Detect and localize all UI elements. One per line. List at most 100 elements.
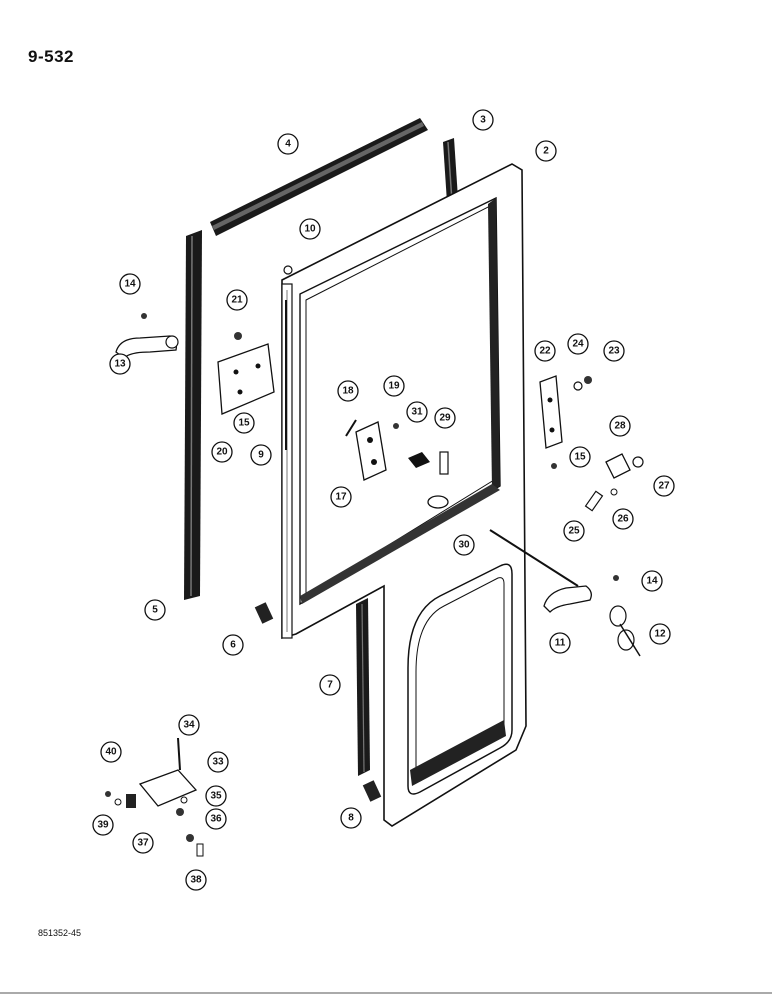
- callout-label: 7: [327, 680, 333, 691]
- callout-37: 37: [132, 832, 154, 854]
- callout-27: 27: [653, 475, 675, 497]
- callout-15: 15: [233, 412, 255, 434]
- bumper-upper: [254, 602, 274, 624]
- callout-label: 26: [617, 514, 629, 525]
- callout-label: 24: [572, 339, 584, 350]
- callout-label: 29: [439, 413, 451, 424]
- lower-hinge-assembly: [126, 737, 198, 808]
- callout-label: 21: [231, 295, 243, 306]
- callout-circle: [653, 475, 675, 497]
- callout-label: 31: [411, 407, 423, 418]
- callout-31: 31: [406, 401, 428, 423]
- callout-label: 13: [114, 359, 126, 370]
- callout-circle: [649, 623, 671, 645]
- callout-6: 6: [222, 634, 244, 656]
- callout-circle: [337, 380, 359, 402]
- callout-label: 2: [543, 146, 549, 157]
- callout-29: 29: [434, 407, 456, 429]
- nut-27: [632, 456, 644, 468]
- nut-37: [186, 834, 194, 842]
- callout-15: 15: [569, 446, 591, 468]
- pin-18: [345, 419, 357, 437]
- callout-circle: [563, 520, 585, 542]
- callout-34: 34: [178, 714, 200, 736]
- callout-14: 14: [641, 570, 663, 592]
- callout-36: 36: [205, 808, 227, 830]
- callout-label: 39: [97, 820, 109, 831]
- callout-19: 19: [383, 375, 405, 397]
- lock-cam: [605, 453, 631, 479]
- callout-label: 25: [568, 526, 580, 537]
- callout-label: 40: [105, 747, 117, 758]
- callout-22: 22: [534, 340, 556, 362]
- callout-13: 13: [109, 353, 131, 375]
- callout-circle: [549, 632, 571, 654]
- nut-40: [105, 791, 111, 797]
- bolt-25: [584, 490, 604, 512]
- callout-30: 30: [453, 534, 475, 556]
- callout-circle: [233, 412, 255, 434]
- left-seal-strip: [184, 230, 202, 600]
- callout-label: 28: [614, 421, 626, 432]
- callout-label: 11: [555, 638, 566, 649]
- hinge-plate: [217, 343, 275, 415]
- callout-circle: [569, 446, 591, 468]
- callout-5: 5: [144, 599, 166, 621]
- callout-circle: [453, 534, 475, 556]
- outside-handle: [489, 529, 592, 613]
- callout-label: 27: [658, 481, 670, 492]
- callout-39: 39: [92, 814, 114, 836]
- callout-21: 21: [226, 289, 248, 311]
- screw-14-right: [613, 575, 619, 581]
- callout-label: 15: [238, 418, 250, 429]
- bumper-lower: [362, 780, 382, 802]
- callout-circle: [319, 674, 341, 696]
- callout-label: 35: [210, 791, 222, 802]
- washer-24: [573, 381, 583, 391]
- callout-circle: [340, 807, 362, 829]
- callout-label: 5: [152, 605, 158, 616]
- callout-20: 20: [211, 441, 233, 463]
- callout-25: 25: [563, 520, 585, 542]
- hinge-screw: [283, 265, 293, 275]
- callout-label: 10: [304, 224, 316, 235]
- callout-label: 14: [646, 576, 658, 587]
- callout-circle: [277, 133, 299, 155]
- callout-label: 9: [258, 450, 264, 461]
- callout-label: 17: [335, 492, 347, 503]
- nut-36: [176, 808, 184, 816]
- callout-circle: [100, 741, 122, 763]
- washer-35: [180, 796, 188, 804]
- drawing-number: 851352-45: [38, 928, 82, 938]
- top-seal-strip: [210, 118, 428, 236]
- callout-17: 17: [330, 486, 352, 508]
- callout-circle: [222, 634, 244, 656]
- callout-circle: [603, 340, 625, 362]
- nut-23: [584, 376, 592, 384]
- callout-circle: [641, 570, 663, 592]
- callout-label: 20: [216, 447, 228, 458]
- callout-label: 3: [480, 115, 486, 126]
- callout-label: 34: [183, 720, 195, 731]
- callout-11: 11: [549, 632, 571, 654]
- callout-label: 12: [654, 629, 666, 640]
- nut-15-right: [551, 463, 557, 469]
- callout-3: 3: [472, 109, 494, 131]
- callout-circle: [609, 415, 631, 437]
- callout-circle: [109, 353, 131, 375]
- callout-35: 35: [205, 785, 227, 807]
- callout-circle: [330, 486, 352, 508]
- callout-label: 36: [210, 814, 222, 825]
- screw-14-left: [141, 313, 147, 319]
- callout-circle: [205, 785, 227, 807]
- callout-circle: [178, 714, 200, 736]
- callout-2: 2: [535, 140, 557, 162]
- callout-7: 7: [319, 674, 341, 696]
- callout-circle: [119, 273, 141, 295]
- page-number: 9-532: [28, 47, 74, 66]
- bolt-29: [439, 451, 449, 475]
- callout-14: 14: [119, 273, 141, 295]
- callout-label: 4: [285, 139, 291, 150]
